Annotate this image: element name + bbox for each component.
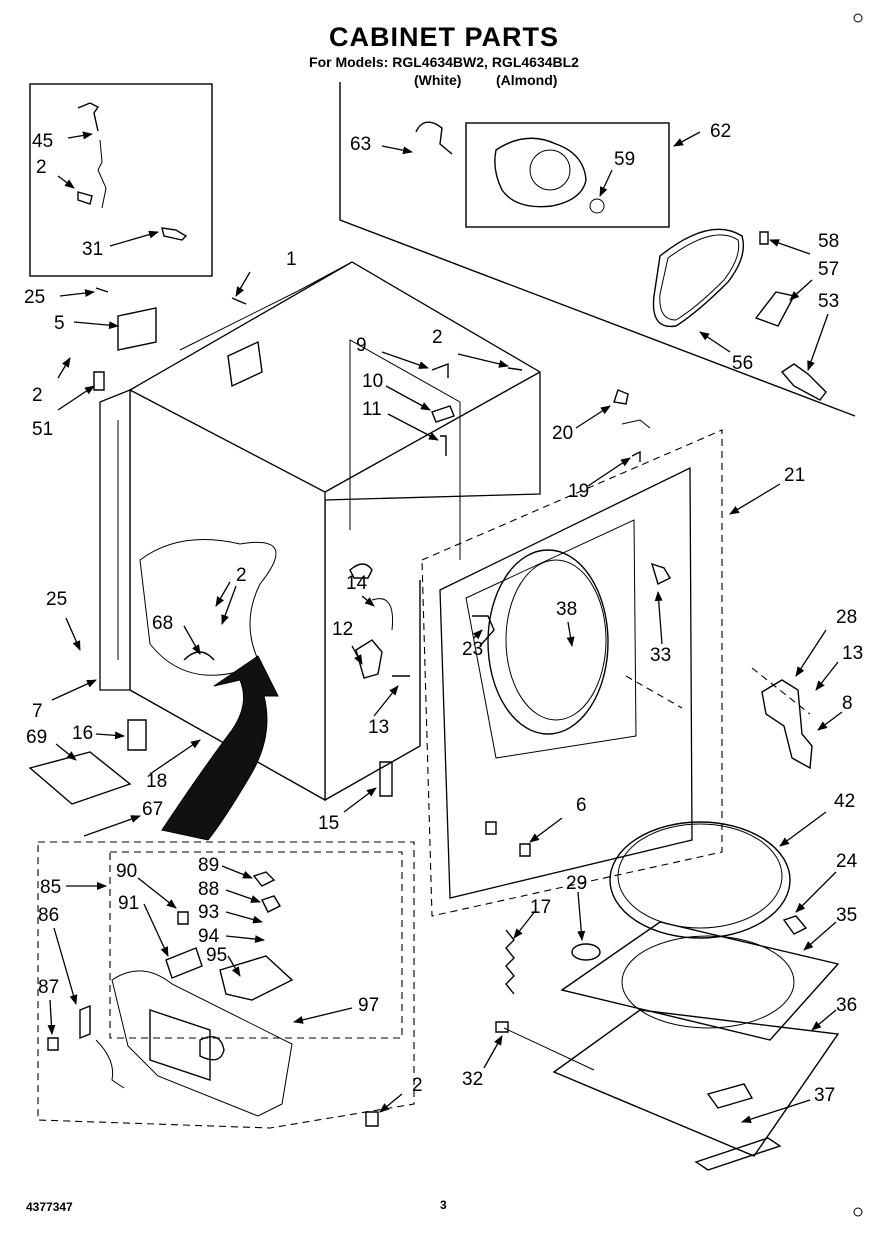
callout-2: 2 [32, 385, 43, 406]
callout-2: 2 [412, 1075, 423, 1096]
callout-69: 69 [26, 727, 48, 748]
callout-67: 67 [142, 799, 164, 820]
callout-87: 87 [38, 977, 60, 998]
callout-12: 12 [332, 619, 354, 640]
callout-45: 45 [32, 131, 54, 152]
callout-6: 6 [576, 795, 587, 816]
callout-33: 33 [650, 645, 672, 666]
belt-idler-group [652, 228, 829, 401]
color-white-label: (White) [414, 72, 462, 88]
callout-14: 14 [346, 573, 368, 594]
callout-59: 59 [614, 149, 636, 170]
callout-37: 37 [814, 1085, 836, 1106]
inset-box-thermostat [29, 83, 213, 277]
callout-13: 13 [842, 643, 864, 664]
callout-62: 62 [710, 121, 732, 142]
callout-2: 2 [36, 157, 47, 178]
right-bracket [751, 629, 843, 770]
callout-21: 21 [784, 465, 806, 486]
callout-35: 35 [836, 905, 858, 926]
callout-15: 15 [318, 813, 340, 834]
callout-94: 94 [198, 926, 220, 947]
cabinet-body [28, 261, 541, 841]
corner-marks [853, 13, 863, 1217]
callout-10: 10 [362, 371, 384, 392]
callout-32: 32 [462, 1069, 484, 1090]
callout-16: 16 [72, 723, 94, 744]
callout-8: 8 [842, 693, 853, 714]
models-line: For Models: RGL4634BW2, RGL4634BL2 [309, 54, 579, 70]
callout-51: 51 [32, 419, 54, 440]
callout-2: 2 [432, 327, 443, 348]
callout-1: 1 [286, 249, 297, 270]
motor-group [339, 82, 856, 417]
front-panel [421, 389, 781, 917]
callout-42: 42 [834, 791, 856, 812]
callout-7: 7 [32, 701, 43, 722]
callout-86: 86 [38, 905, 60, 926]
callout-38: 38 [556, 599, 578, 620]
page-number: 3 [440, 1198, 447, 1212]
callout-97: 97 [358, 995, 380, 1016]
gas-valve-inset [37, 841, 415, 1129]
callout-90: 90 [116, 861, 138, 882]
color-almond-label: (Almond) [496, 72, 558, 88]
callout-85: 85 [40, 877, 62, 898]
callout-68: 68 [152, 613, 174, 634]
callout-19: 19 [568, 481, 590, 502]
callout-57: 57 [818, 259, 840, 280]
callout-93: 93 [198, 902, 220, 923]
callout-2: 2 [236, 565, 247, 586]
callout-17: 17 [530, 897, 552, 918]
callout-29: 29 [566, 873, 588, 894]
callout-20: 20 [552, 423, 574, 444]
drum-plates-group [483, 811, 840, 1171]
callout-9: 9 [356, 335, 367, 356]
callout-25: 25 [24, 287, 46, 308]
callout-13: 13 [368, 717, 390, 738]
callout-58: 58 [818, 231, 840, 252]
callout-36: 36 [836, 995, 858, 1016]
callout-63: 63 [350, 134, 372, 155]
callout-53: 53 [818, 291, 840, 312]
callout-23: 23 [462, 639, 484, 660]
callout-18: 18 [146, 771, 168, 792]
callout-25: 25 [46, 589, 68, 610]
callout-5: 5 [54, 313, 65, 334]
callout-31: 31 [82, 239, 104, 260]
callout-95: 95 [206, 945, 228, 966]
callout-24: 24 [836, 851, 858, 872]
callout-89: 89 [198, 855, 220, 876]
callout-28: 28 [836, 607, 858, 628]
callout-56: 56 [732, 353, 754, 374]
callout-91: 91 [118, 893, 140, 914]
callout-11: 11 [362, 399, 382, 420]
document-number: 4377347 [26, 1200, 73, 1214]
callout-88: 88 [198, 879, 220, 900]
page-title: CABINET PARTS [328, 22, 559, 52]
